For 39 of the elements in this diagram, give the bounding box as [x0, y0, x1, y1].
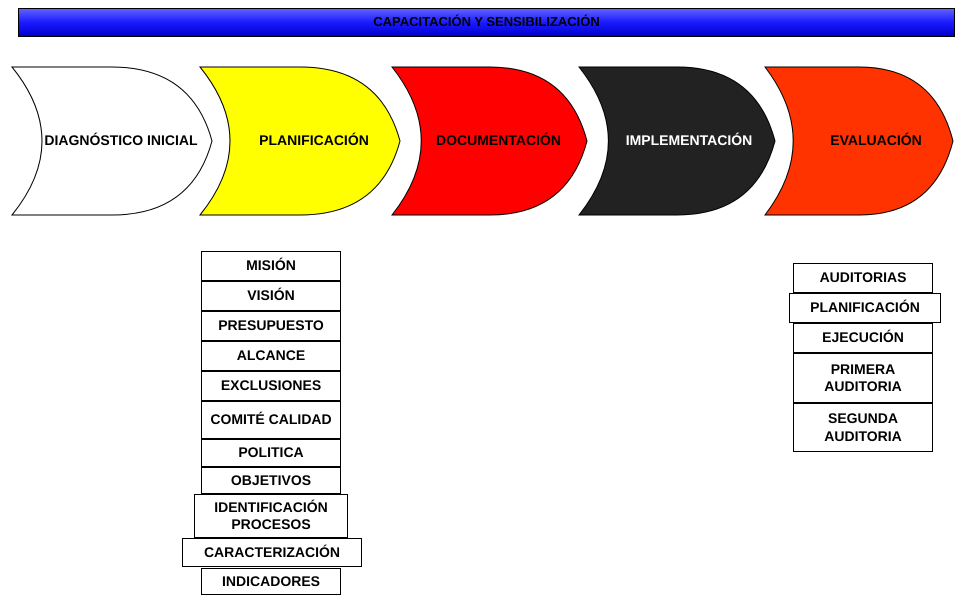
item-label: OBJETIVOS: [230, 472, 312, 490]
list-box: [793, 323, 933, 353]
title-bar: [18, 8, 955, 37]
item-label: SEGUNDA AUDITORIA: [823, 410, 903, 445]
stage-label: PLANIFICACIÓN: [259, 132, 369, 150]
item-label: VISIÓN: [247, 287, 295, 305]
stage-label: DOCUMENTACIÓN: [436, 132, 561, 150]
list-box: [793, 403, 933, 452]
list-box: [201, 439, 341, 467]
stage-label: IMPLEMENTACIÓN: [626, 132, 752, 150]
stage-label: EVALUACIÓN: [830, 132, 922, 150]
item-label: COMITÉ CALIDAD: [210, 411, 332, 429]
title-text: CAPACITACIÓN Y SENSIBILIZACIÓN: [373, 14, 600, 31]
list-box: [201, 311, 341, 341]
list-box: [201, 251, 341, 281]
list-box: [201, 401, 341, 439]
item-label: EXCLUSIONES: [220, 377, 322, 395]
list-box: [201, 371, 341, 401]
item-label: PLANIFICACIÓN: [810, 299, 920, 317]
list-box: [201, 341, 341, 371]
item-label: CARACTERIZACIÓN: [204, 544, 340, 562]
stage-label: DIAGNÓSTICO INICIAL: [44, 132, 198, 150]
item-label: PRESUPUESTO: [218, 317, 324, 335]
list-box: [793, 353, 933, 403]
list-box: [201, 568, 341, 595]
list-box: [182, 538, 362, 567]
list-box: [201, 467, 341, 494]
list-box: [793, 263, 933, 293]
item-label: ALCANCE: [236, 347, 306, 365]
item-label: PRIMERA AUDITORIA: [823, 360, 903, 396]
item-label: INDICADORES: [222, 572, 320, 590]
list-box: [201, 281, 341, 311]
item-label: IDENTIFICACIÓN PROCESOS: [213, 498, 329, 534]
item-label: MISIÓN: [246, 257, 296, 275]
list-box: [194, 494, 348, 538]
item-label: EJECUCIÓN: [822, 329, 904, 347]
item-label: AUDITORIAS: [820, 269, 906, 287]
item-label: POLITICA: [238, 444, 304, 462]
list-box: [789, 293, 941, 323]
